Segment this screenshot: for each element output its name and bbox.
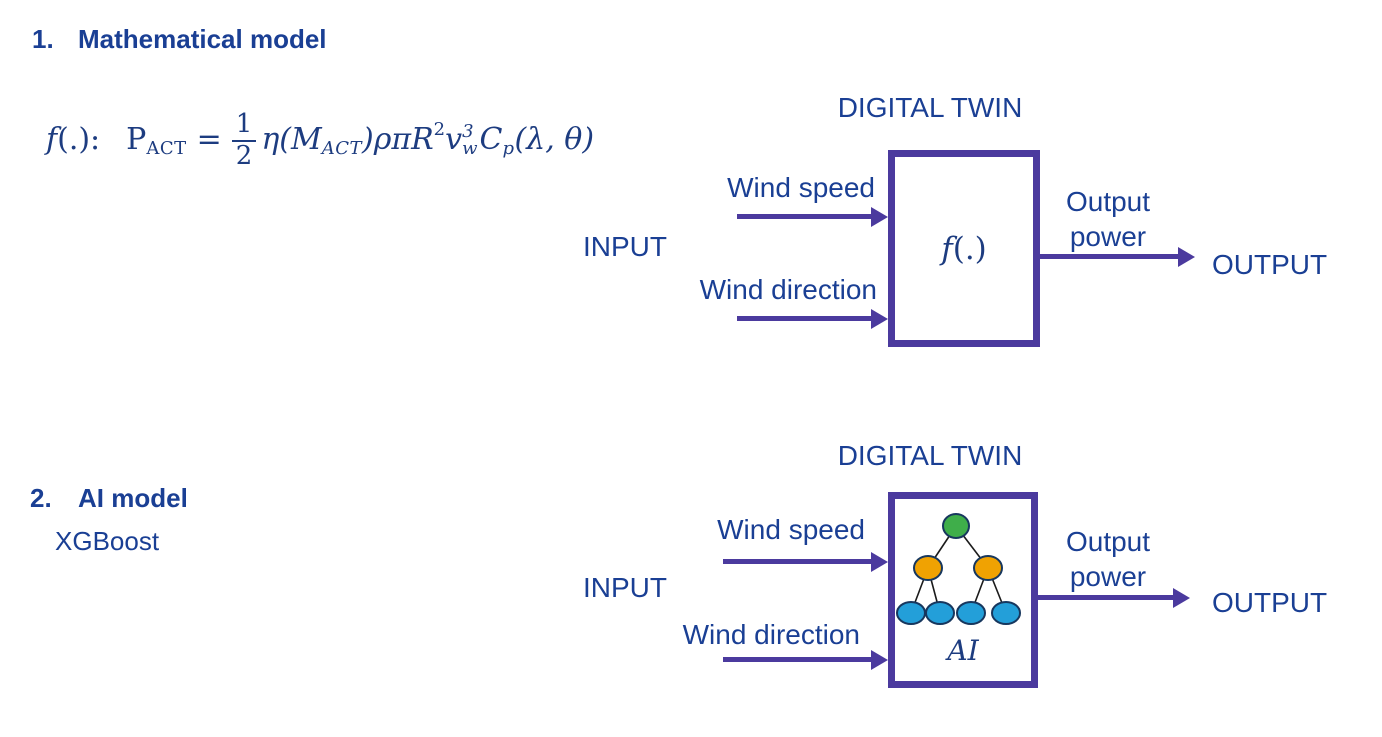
dt2-windspeed-label: Wind speed xyxy=(717,514,865,545)
dt1-box: f(.) xyxy=(888,150,1040,347)
dt1-windspeed-arrow xyxy=(737,214,871,219)
formula-v-sup: 3 xyxy=(462,120,474,142)
tree-edge xyxy=(987,567,1007,614)
tree-edge xyxy=(927,567,941,614)
formula-func-tail: (.): xyxy=(57,122,101,157)
tree-mid-left-node xyxy=(913,555,943,581)
dt1-output-label: OUTPUT xyxy=(1212,249,1328,280)
section2-heading: AI model xyxy=(78,483,188,513)
dt1-box-label-f: f xyxy=(941,230,953,267)
tree-leaf-node-2 xyxy=(925,601,955,625)
dt2-winddirection-label: Wind direction xyxy=(682,619,860,650)
dt2-title: DIGITAL TWIN xyxy=(837,440,1023,471)
formula-v-sub: w xyxy=(462,138,478,159)
formula-v: v xyxy=(445,122,463,157)
formula-args: (λ, θ) xyxy=(514,122,595,157)
dt1-title: DIGITAL TWIN xyxy=(837,92,1023,123)
decision-tree-icon xyxy=(896,513,1021,625)
section1-heading: Mathematical model xyxy=(78,24,327,54)
dt2-outputpower-line2: power xyxy=(1069,561,1147,592)
section2-number: 2. xyxy=(30,483,52,513)
dt1-output-arrow xyxy=(1040,254,1178,259)
dt2-winddirection-arrow xyxy=(723,657,871,662)
tree-leaf-node-4 xyxy=(991,601,1021,625)
dt1-outputpower-label: Output power xyxy=(1048,184,1168,254)
tree-edge xyxy=(970,567,989,614)
dt1-windspeed-label: Wind speed xyxy=(727,172,875,203)
tree-mid-right-node xyxy=(973,555,1003,581)
formula-c: C xyxy=(479,122,503,157)
dt1-box-label: f(.) xyxy=(941,231,987,267)
formula-c-sub: p xyxy=(502,138,515,159)
dt2-input-label: INPUT xyxy=(583,572,667,603)
tree-edge xyxy=(927,525,957,569)
dt2-outputpower-label: Output power xyxy=(1048,524,1168,594)
dt2-ai-label: AI xyxy=(947,634,979,667)
dt1-input-label: INPUT xyxy=(583,231,667,262)
tree-edge xyxy=(910,567,929,614)
formula-numerator: 1 xyxy=(231,110,257,142)
tree-leaf-node-1 xyxy=(896,601,926,625)
dt2-outputpower-line1: Output xyxy=(1065,526,1151,557)
section1-number: 1. xyxy=(32,24,54,54)
dt2-box xyxy=(888,492,1038,688)
tree-edge xyxy=(955,525,989,569)
section2-subtitle: XGBoost xyxy=(55,526,160,556)
dt2-output-arrow xyxy=(1038,595,1173,600)
formula-m: M xyxy=(291,122,322,157)
formula-m-sub: ACT xyxy=(321,138,363,159)
formula-lhs: P xyxy=(126,122,147,157)
dt1-winddirection-label: Wind direction xyxy=(699,274,877,305)
dt1-winddirection-arrow xyxy=(737,316,871,321)
formula-lhs-sub: ACT xyxy=(146,138,187,159)
dt2-windspeed-arrow xyxy=(723,559,871,564)
dt1-outputpower-line2: power xyxy=(1069,221,1147,252)
formula-equals: = xyxy=(196,122,222,157)
dt1-box-label-args: (.) xyxy=(952,230,987,267)
formula-mid: )ρπR xyxy=(362,122,434,157)
tree-leaf-node-3 xyxy=(956,601,986,625)
formula-eta: η( xyxy=(261,122,292,157)
dt2-output-label: OUTPUT xyxy=(1212,587,1328,618)
tree-root-node xyxy=(942,513,970,539)
formula-r-sup: 2 xyxy=(433,119,446,140)
formula-func: f xyxy=(46,122,58,157)
formula-denominator: 2 xyxy=(235,140,253,171)
dt1-outputpower-line1: Output xyxy=(1065,186,1151,217)
